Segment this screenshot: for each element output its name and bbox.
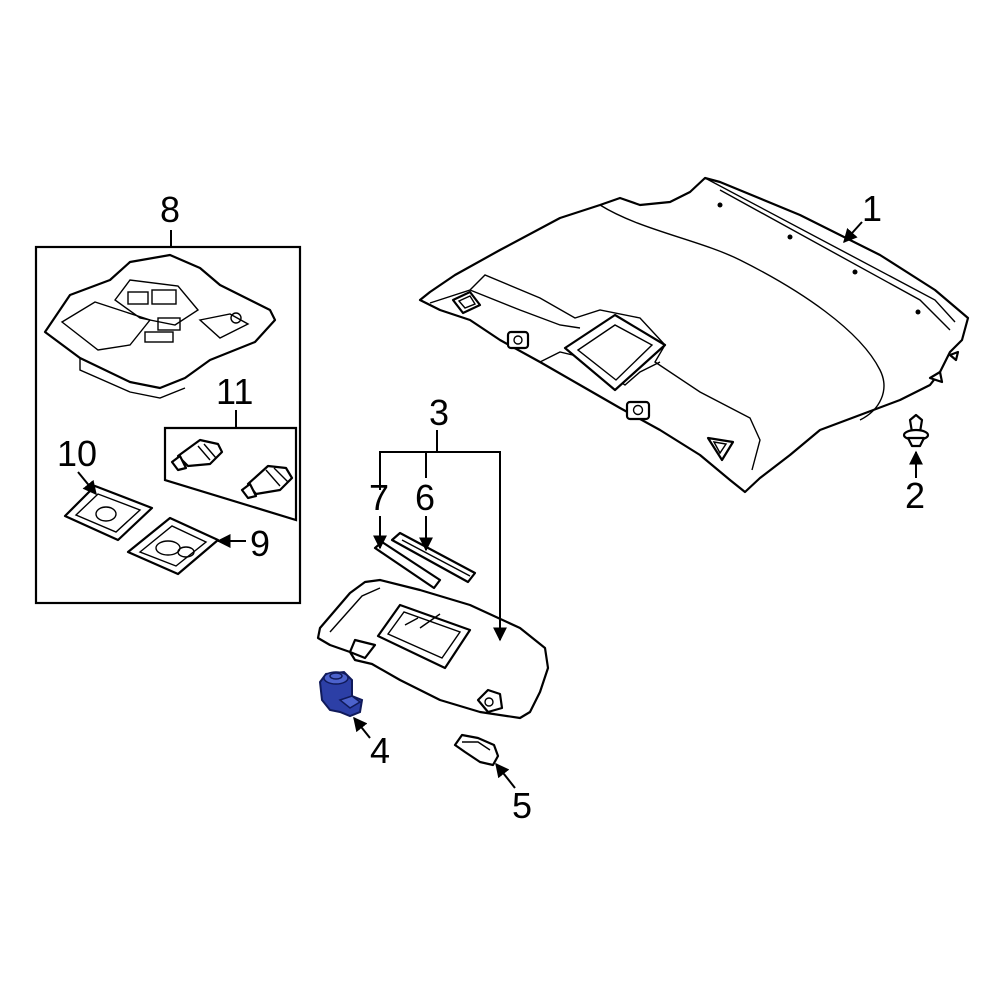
headliner-part[interactable] <box>418 176 970 494</box>
callout-9[interactable]: 9 <box>250 523 270 564</box>
bulb-part-b[interactable] <box>240 464 294 500</box>
leader-10 <box>77 471 97 496</box>
callout-1[interactable]: 1 <box>862 188 882 229</box>
callout-3[interactable]: 3 <box>429 392 449 433</box>
callout-8[interactable]: 8 <box>160 189 180 230</box>
visor-clip-part-6[interactable] <box>390 531 477 584</box>
lens-part-10[interactable] <box>63 484 154 542</box>
assembly-box-11 <box>163 426 298 522</box>
assembly-box-8 <box>34 245 302 605</box>
callout-2[interactable]: 2 <box>905 475 925 516</box>
callout-10[interactable]: 10 <box>57 433 97 474</box>
callout-7[interactable]: 7 <box>369 477 389 518</box>
lens-part-9[interactable] <box>126 516 220 576</box>
leader-1 <box>843 221 863 244</box>
callout-5[interactable]: 5 <box>512 785 532 826</box>
bulb-part-a[interactable] <box>170 438 224 472</box>
overhead-console-part[interactable] <box>43 253 277 399</box>
callout-6[interactable]: 6 <box>415 477 435 518</box>
headliner-clip-part[interactable] <box>902 413 930 448</box>
visor-holder-part[interactable] <box>453 733 500 767</box>
callout-4[interactable]: 4 <box>370 730 390 771</box>
leader-5 <box>495 762 516 789</box>
callout-11[interactable]: 11 <box>216 371 253 412</box>
leader-3 <box>379 451 507 642</box>
sun-visor-part[interactable] <box>316 578 550 720</box>
sun-visor-bracket-part[interactable] <box>318 670 364 718</box>
leader-4 <box>353 716 371 739</box>
